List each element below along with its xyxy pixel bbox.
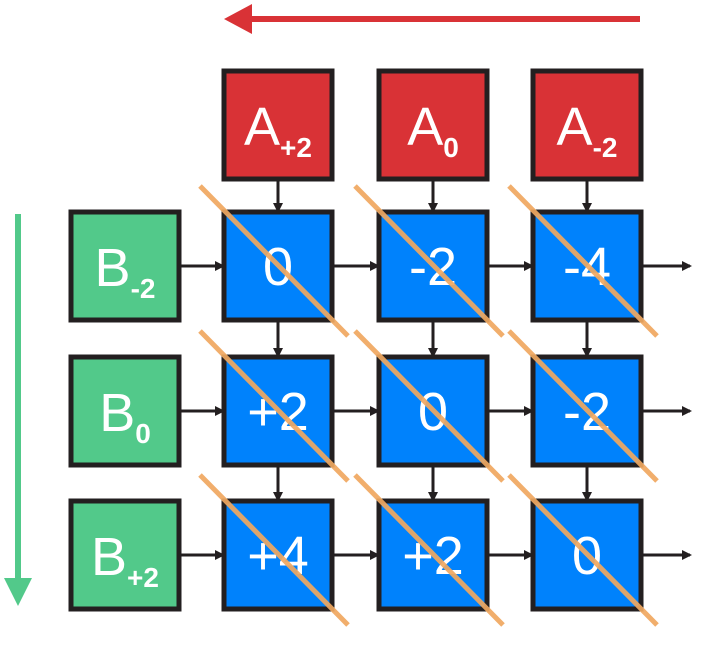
input-a-1-label: A0 [407,97,459,163]
input-b-1-subscript: 0 [135,418,151,449]
diagonal-line [353,329,505,483]
diagonal-line [198,329,350,483]
input-b-0-label: B-2 [95,238,156,304]
input-a-0-box [221,68,335,182]
input-b-2-base: B [91,527,127,587]
input-b-1-box [68,354,182,468]
input-a-1-box [376,68,490,182]
diagonal-line [353,473,505,627]
input-b-0-subscript: -2 [131,273,156,304]
input-a-2-subscript: -2 [593,132,618,163]
input-b-2-label: B+2 [91,527,159,593]
input-b-1-base: B [99,383,135,443]
input-a-0-label: A+2 [244,97,312,163]
diagonal-line [353,184,505,338]
input-b-1: B0 [68,354,182,468]
diagonal-line [198,473,350,627]
input-a-2-base: A [557,97,593,157]
input-a-1-subscript: 0 [443,132,459,163]
input-a-1: A0 [376,68,490,182]
diagonal-line [507,184,659,338]
input-a-0-base: A [244,97,280,157]
input-a-1-base: A [407,97,443,157]
input-b-2: B+2 [68,498,182,612]
diagonal-line [198,184,350,338]
input-b-2-box [68,498,182,612]
diagonal-line [507,329,659,483]
diagonal-lines [198,184,659,627]
flow-arrow-b [4,214,32,606]
flow-arrow-a [224,4,640,34]
input-b-0: B-2 [68,209,182,323]
input-a-0: A+2 [221,68,335,182]
connector-arrows [181,181,692,560]
input-a-2-box [530,68,644,182]
diagonal-line [507,473,659,627]
input-a-0-subscript: +2 [280,132,312,163]
input-a-2: A-2 [530,68,644,182]
input-b-0-box [68,209,182,323]
input-b-2-subscript: +2 [127,562,159,593]
input-b-1-label: B0 [99,383,151,449]
input-a-2-label: A-2 [557,97,618,163]
input-b-0-base: B [95,238,131,298]
